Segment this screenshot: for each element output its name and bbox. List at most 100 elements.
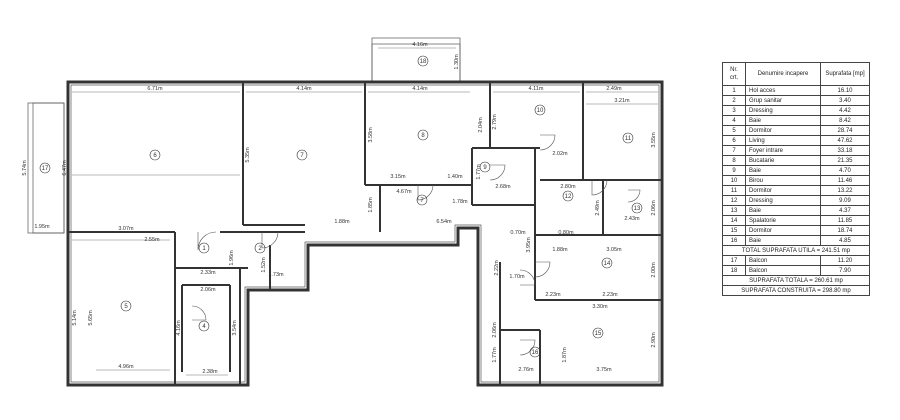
legend-cell-name: Dressing bbox=[745, 105, 821, 116]
dimension-label: 0.70m bbox=[510, 230, 526, 236]
dimension-label: 1.30m bbox=[454, 54, 460, 70]
dimension-label: 3.21m bbox=[614, 98, 630, 104]
legend-cell-name: Living bbox=[745, 135, 821, 146]
dimension-label: 5.65m bbox=[88, 310, 94, 326]
dimension-label: 6.54m bbox=[436, 219, 452, 225]
dimension-label: 4.16m bbox=[176, 320, 182, 336]
legend-cell-name: Balcon bbox=[745, 265, 821, 276]
dimension-label: 2.90m bbox=[651, 332, 657, 348]
legend-cell-name: Spalatorie bbox=[745, 215, 821, 226]
dimension-label: 1.70m bbox=[509, 274, 525, 280]
legend-cell-area: 9.09 bbox=[820, 195, 870, 206]
legend-cell-name: Baie bbox=[745, 205, 821, 216]
legend-cell-nr: 15 bbox=[722, 225, 746, 236]
dimension-label: 1.77m bbox=[476, 164, 482, 180]
dimension-label: 2.00m bbox=[651, 262, 657, 278]
legend-cell-area: 18.74 bbox=[820, 225, 870, 236]
legend-cell-name: Dormitor bbox=[745, 225, 821, 236]
dimension-label: 6.71m bbox=[147, 86, 163, 92]
dimension-label: 1.77m bbox=[492, 347, 498, 363]
legend-cell-area: 11.85 bbox=[820, 215, 870, 226]
legend-cell-area: 3.40 bbox=[820, 95, 870, 106]
dimension-label: 1.87m bbox=[562, 347, 568, 363]
dimension-label: 2.49m bbox=[595, 200, 601, 216]
dimension-label: 2.49m bbox=[606, 86, 622, 92]
room-number: 1 bbox=[202, 246, 206, 252]
room-number: 13 bbox=[634, 206, 641, 212]
legend-cell-name: Baie bbox=[745, 235, 821, 246]
dimension-label: 1.88m bbox=[552, 247, 568, 253]
room-number: 5 bbox=[124, 304, 128, 310]
dimension-label: 3.95m bbox=[526, 237, 532, 253]
dimension-label: 2.43m bbox=[624, 216, 640, 222]
legend-cell-area: 4.70 bbox=[820, 165, 870, 176]
room-number: 6 bbox=[153, 153, 157, 159]
legend-cell-nr: 12 bbox=[722, 195, 746, 206]
dimension-label: 2.06m bbox=[200, 287, 216, 293]
interior-walls bbox=[68, 82, 662, 385]
dimension-label: 1.52m bbox=[261, 257, 267, 273]
legend-cell-nr: 1 bbox=[722, 85, 746, 96]
legend-cell-nr: 9 bbox=[722, 165, 746, 176]
legend-cell-area: 4.37 bbox=[820, 205, 870, 216]
dimension-label: 1.73m bbox=[268, 272, 284, 278]
dimension-label: 2.76m bbox=[518, 367, 534, 373]
dimension-label: 2.79m bbox=[492, 114, 498, 130]
dimension-label: 3.30m bbox=[592, 304, 608, 310]
outer-walls bbox=[66, 80, 664, 387]
dimension-label: 2.04m bbox=[478, 117, 484, 133]
dimension-label: 2.33m bbox=[200, 270, 216, 276]
dimension-label: 6.47m bbox=[62, 160, 68, 176]
legend-construita: SUPRAFATA CONSTRUITA = 298.80 mp bbox=[722, 285, 870, 296]
legend-cell-area: 7.90 bbox=[820, 265, 870, 276]
legend-cell-nr: 2 bbox=[722, 95, 746, 106]
legend-cell-name: Bucatarie bbox=[745, 155, 821, 166]
dimension-label: 4.14m bbox=[412, 86, 428, 92]
legend-cell-nr: 7 bbox=[722, 145, 746, 156]
legend-cell-name: Foyer intrare bbox=[745, 145, 821, 156]
legend-cell-area: 28.74 bbox=[820, 125, 870, 136]
dimension-label: 4.11m bbox=[529, 86, 544, 92]
legend-cell-area: 13.22 bbox=[820, 185, 870, 196]
legend-cell-nr: 3 bbox=[722, 105, 746, 116]
legend-cell-nr: 5 bbox=[722, 125, 746, 136]
legend-cell-name: Dormitor bbox=[745, 125, 821, 136]
legend-cell-area: 11.20 bbox=[820, 255, 870, 266]
room-number: 15 bbox=[595, 331, 602, 337]
room-number: 18 bbox=[420, 59, 427, 65]
legend-cell-name: Hol acces bbox=[745, 85, 821, 96]
dimension-label: 1.85m bbox=[368, 197, 374, 213]
legend-cell-name: Baie bbox=[745, 115, 821, 126]
room-markers bbox=[39, 55, 643, 358]
dimension-label: 5.35m bbox=[245, 147, 251, 163]
legend-cell-area: 4.42 bbox=[820, 105, 870, 116]
dimension-label: 4.14m bbox=[296, 86, 312, 92]
legend-total: SUPRAFATA TOTALA = 260.61 mp bbox=[722, 275, 870, 286]
door-swings bbox=[191, 134, 641, 356]
room-number: 7 bbox=[420, 198, 424, 204]
dimension-label: 2.23m bbox=[545, 292, 561, 298]
dimension-label: 4.16m bbox=[412, 42, 428, 48]
area-legend-table: Nr. crt. Denumire incapere Suprafata [mp… bbox=[722, 62, 870, 296]
dimension-label: 5.14m bbox=[72, 310, 78, 326]
dimension-label: 3.54m bbox=[232, 320, 238, 336]
legend-cell-nr: 4 bbox=[722, 115, 746, 126]
legend-cell-nr: 17 bbox=[722, 255, 746, 266]
legend-cell-nr: 10 bbox=[722, 175, 746, 186]
dimension-label: 1.88m bbox=[334, 219, 350, 225]
dimension-label: 1.95m bbox=[34, 224, 50, 230]
legend-header-name: Denumire incapere bbox=[745, 62, 821, 86]
room-number: 10 bbox=[537, 108, 544, 114]
dimension-label: 4.96m bbox=[118, 364, 134, 370]
legend-cell-name: Balcon bbox=[745, 255, 821, 266]
floor-plan: 6 7 8 10 11 9 12 13 7 1 2 5 4 14 15 16 1… bbox=[22, 37, 664, 387]
legend-header-nr: Nr. crt. bbox=[722, 62, 746, 86]
